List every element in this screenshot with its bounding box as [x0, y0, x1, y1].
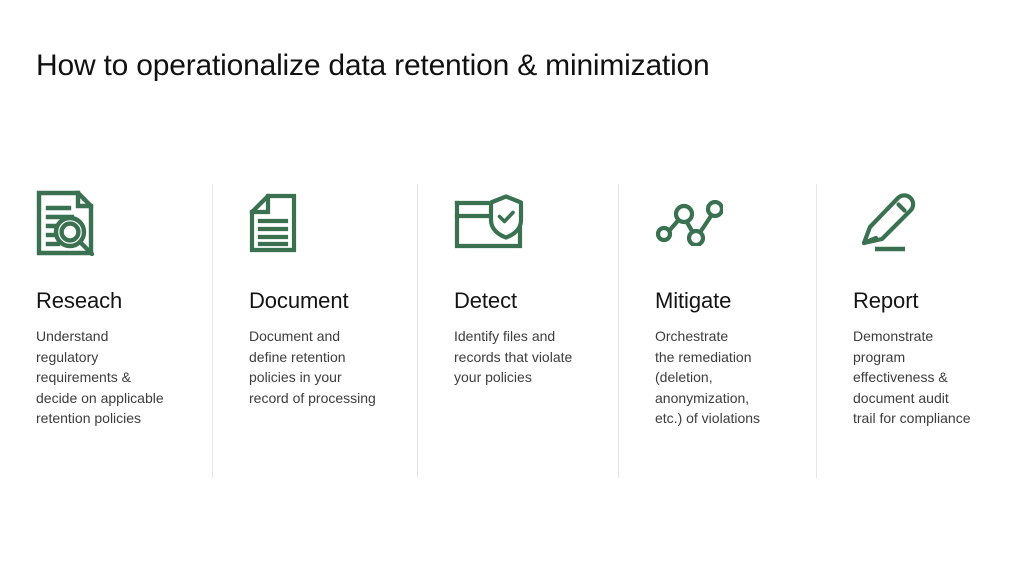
step-heading: Document — [249, 288, 349, 313]
node-graph-icon — [655, 184, 806, 262]
step-column-document: Document Document and define retention p… — [212, 184, 417, 478]
step-heading: Reseach — [36, 288, 123, 313]
page-title: How to operationalize data retention & m… — [36, 49, 710, 82]
step-column-detect: Detect Identify files and records that v… — [417, 184, 618, 478]
steps-row: Reseach Understand regulatory requiremen… — [0, 184, 1024, 478]
step-description: Identify files and records that violate … — [454, 327, 573, 386]
step-description: Demonstrate program effectiveness & docu… — [853, 327, 971, 427]
step-heading: Mitigate — [655, 288, 732, 313]
column-divider-1 — [212, 184, 213, 478]
step-description: Orchestrate the remediation (deletion, a… — [655, 327, 761, 427]
document-search-icon — [36, 184, 202, 262]
pencil-icon — [853, 184, 1014, 262]
column-divider-2 — [417, 184, 418, 478]
step-heading: Detect — [454, 288, 517, 313]
folder-shield-check-icon — [454, 184, 608, 262]
step-description: Understand regulatory requirements & dec… — [36, 327, 164, 427]
step-column-report: Report Demonstrate program effectiveness… — [816, 184, 1024, 478]
document-lines-icon — [249, 184, 407, 262]
column-divider-4 — [816, 184, 817, 478]
step-column-mitigate: Mitigate Orchestrate the remediation (de… — [618, 184, 816, 478]
step-heading: Report — [853, 288, 919, 313]
column-divider-3 — [618, 184, 619, 478]
step-column-research: Reseach Understand regulatory requiremen… — [0, 184, 212, 478]
step-description: Document and define retention policies i… — [249, 327, 376, 406]
